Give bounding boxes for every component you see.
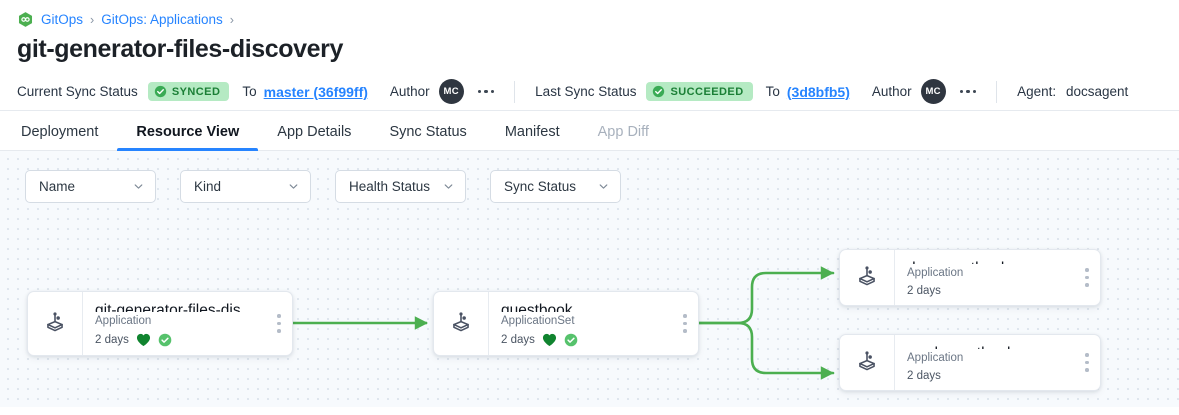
node-age: 2 days	[907, 285, 941, 297]
current-author-avatar[interactable]: MC	[438, 79, 464, 104]
node-meta: 2 days	[95, 333, 266, 347]
status-bar: Current Sync Status SYNCED To master (36…	[0, 73, 1179, 111]
node-kebab-menu-icon[interactable]	[1074, 250, 1100, 305]
node-kind: ApplicationSet	[501, 315, 575, 328]
last-author-label: Author	[871, 84, 912, 99]
breadcrumb-item-gitops-applications[interactable]: GitOps: Applications	[101, 12, 223, 27]
current-author-label: Author	[389, 84, 430, 99]
node-body: dev-guestbook Application 2 days	[894, 250, 1074, 305]
argo-application-icon	[28, 292, 82, 355]
argo-application-icon	[840, 335, 894, 390]
last-sync-status-text: SUCCEEDED	[670, 85, 744, 98]
current-sync-status-label: Current Sync Status	[17, 84, 138, 99]
node-meta: 2 days	[501, 333, 672, 347]
graph-edges	[293, 266, 835, 380]
node-body: guestbook ApplicationSet 2 days	[488, 292, 672, 355]
chevron-down-icon	[443, 181, 454, 192]
current-sync-status-text: SYNCED	[171, 85, 221, 98]
node-name: guestbook	[501, 302, 573, 313]
chevron-down-icon	[133, 181, 144, 192]
status-divider-2	[996, 80, 998, 103]
node-meta: 2 days	[907, 285, 1074, 297]
node-meta: 2 days	[907, 370, 1074, 382]
graph-node-prod-guestbook[interactable]: prod-guestbook Application 2 days	[839, 334, 1101, 391]
node-body: prod-guestbook Application 2 days	[894, 335, 1074, 390]
breadcrumb-separator: ›	[90, 12, 95, 27]
current-revision-link[interactable]: master (36f99ff)	[263, 83, 368, 100]
filter-name[interactable]: Name	[25, 170, 156, 203]
breadcrumb-item-gitops[interactable]: GitOps	[41, 12, 84, 27]
node-name: git-generator-files-disco…	[95, 302, 266, 313]
chevron-down-icon	[288, 181, 299, 192]
agent-info: Agent: docsagent	[1017, 84, 1128, 99]
edge-appset-to-dev	[697, 266, 835, 325]
last-ellipsis-icon[interactable]	[959, 89, 977, 94]
node-kebab-menu-icon[interactable]	[1074, 335, 1100, 390]
chevron-down-icon	[598, 181, 609, 192]
filter-kind[interactable]: Kind	[180, 170, 311, 203]
node-kebab-menu-icon[interactable]	[672, 292, 698, 355]
breadcrumb: GitOps › GitOps: Applications ›	[0, 0, 1179, 28]
sync-check-icon[interactable]	[158, 333, 172, 347]
last-revision-link[interactable]: (3d8bfb5)	[786, 83, 850, 100]
breadcrumb-separator-trailing: ›	[229, 12, 234, 27]
tab-bar: Deployment Resource View App Details Syn…	[0, 111, 1179, 151]
tab-manifest[interactable]: Manifest	[504, 123, 560, 140]
argo-applicationset-icon	[434, 292, 488, 355]
edge-appset-to-prod	[697, 321, 835, 380]
filter-sync-status[interactable]: Sync Status	[490, 170, 621, 203]
node-kind: Application	[907, 267, 964, 280]
health-heart-icon[interactable]	[136, 333, 151, 347]
node-kebab-menu-icon[interactable]	[266, 292, 292, 355]
tab-resource-view[interactable]: Resource View	[117, 124, 259, 151]
tab-sync-status[interactable]: Sync Status	[389, 123, 467, 140]
filter-name-label: Name	[39, 179, 76, 194]
filter-bar: Name Kind Health Status	[25, 170, 621, 203]
current-sync-status-badge[interactable]: SYNCED	[147, 82, 230, 101]
node-age: 2 days	[501, 334, 535, 346]
node-age: 2 days	[907, 370, 941, 382]
node-name: dev-guestbook	[907, 259, 1074, 264]
node-kind: Application	[95, 315, 152, 328]
current-to-label: To	[242, 84, 257, 99]
check-circle-icon	[652, 85, 665, 98]
filter-sync-status-label: Sync Status	[504, 179, 577, 194]
check-circle-icon	[154, 85, 167, 98]
node-name: prod-guestbook	[907, 344, 1074, 349]
graph-node-git-generator-files-discovery[interactable]: git-generator-files-disco… Application 2…	[27, 291, 293, 356]
last-author-avatar[interactable]: MC	[920, 79, 946, 104]
node-body: git-generator-files-disco… Application 2…	[82, 292, 266, 355]
status-divider-1	[514, 80, 516, 103]
tab-app-diff: App Diff	[597, 123, 649, 140]
current-ellipsis-icon[interactable]	[477, 89, 495, 94]
graph-node-dev-guestbook[interactable]: dev-guestbook Application 2 days	[839, 249, 1101, 306]
filter-health-status[interactable]: Health Status	[335, 170, 466, 203]
last-to-label: To	[765, 84, 780, 99]
filter-health-status-label: Health Status	[349, 179, 431, 194]
node-kind: Application	[907, 352, 964, 365]
last-sync-status-label: Last Sync Status	[535, 84, 637, 99]
agent-label: Agent:	[1017, 84, 1057, 99]
sync-check-icon[interactable]	[564, 333, 578, 347]
node-age: 2 days	[95, 334, 129, 346]
health-heart-icon[interactable]	[542, 333, 557, 347]
last-sync-status-badge[interactable]: SUCCEEDED	[646, 82, 753, 101]
tab-deployment[interactable]: Deployment	[21, 123, 99, 140]
filter-kind-label: Kind	[194, 179, 222, 194]
agent-value: docsagent	[1065, 84, 1129, 99]
page-title: git-generator-files-discovery	[17, 35, 343, 63]
resource-graph-canvas[interactable]: Name Kind Health Status	[0, 151, 1179, 407]
graph-node-guestbook[interactable]: guestbook ApplicationSet 2 days	[433, 291, 699, 356]
tab-app-details[interactable]: App Details	[277, 123, 352, 140]
gitops-logo-icon	[17, 11, 34, 28]
argo-application-icon	[840, 250, 894, 305]
